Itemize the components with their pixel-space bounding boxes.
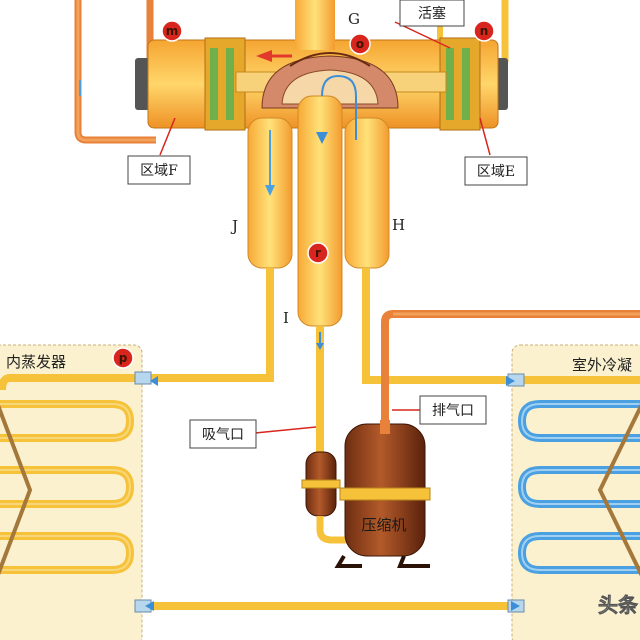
svg-text:区域F: 区域F xyxy=(140,163,178,179)
suction-bend xyxy=(316,74,357,144)
label-suction: 吸气口 xyxy=(189,419,257,449)
four-way-valve xyxy=(135,0,508,131)
outdoor-coil xyxy=(517,376,640,577)
tube-I xyxy=(297,95,343,327)
label-zone-F: 区域F xyxy=(127,155,191,185)
label-compressor: 压缩机 xyxy=(361,516,406,534)
marker-n: n xyxy=(473,20,495,42)
svg-text:排气口: 排气口 xyxy=(432,403,474,419)
flow-arrows xyxy=(145,376,520,611)
accumulator xyxy=(301,451,350,544)
svg-text:吸气口: 吸气口 xyxy=(202,427,244,443)
label-zone-E: 区域E xyxy=(464,156,528,186)
label-discharge: 排气口 xyxy=(419,395,487,425)
label-indoor-evaporator: 内蒸发器 xyxy=(6,353,66,371)
svg-text:活塞: 活塞 xyxy=(418,5,446,22)
marker-p: p xyxy=(112,347,134,369)
label-piston: 活塞 xyxy=(399,0,465,27)
svg-text:o: o xyxy=(356,37,364,51)
label-outdoor-condenser: 室外冷凝 xyxy=(572,356,632,374)
connecting-pipes xyxy=(140,268,640,610)
compressor-body xyxy=(334,420,431,568)
indoor-coil xyxy=(0,374,140,576)
label-J: J xyxy=(230,217,238,235)
svg-text:n: n xyxy=(480,24,489,38)
marker-m: m xyxy=(161,20,183,42)
svg-text:区域E: 区域E xyxy=(477,164,515,180)
indoor-evaporator-panel xyxy=(0,344,143,640)
label-I: I xyxy=(283,309,289,327)
svg-text:r: r xyxy=(315,246,321,260)
marker-r: r xyxy=(307,242,329,264)
label-G: G xyxy=(348,10,360,28)
marker-o: o xyxy=(349,33,371,55)
svg-text:p: p xyxy=(119,351,128,365)
tube-J xyxy=(247,117,293,269)
label-H: H xyxy=(392,216,405,234)
svg-text:m: m xyxy=(166,24,179,38)
svg-text:头条: 头条 xyxy=(598,593,639,617)
watermark: 头条 xyxy=(598,593,640,618)
tube-H xyxy=(344,117,390,269)
